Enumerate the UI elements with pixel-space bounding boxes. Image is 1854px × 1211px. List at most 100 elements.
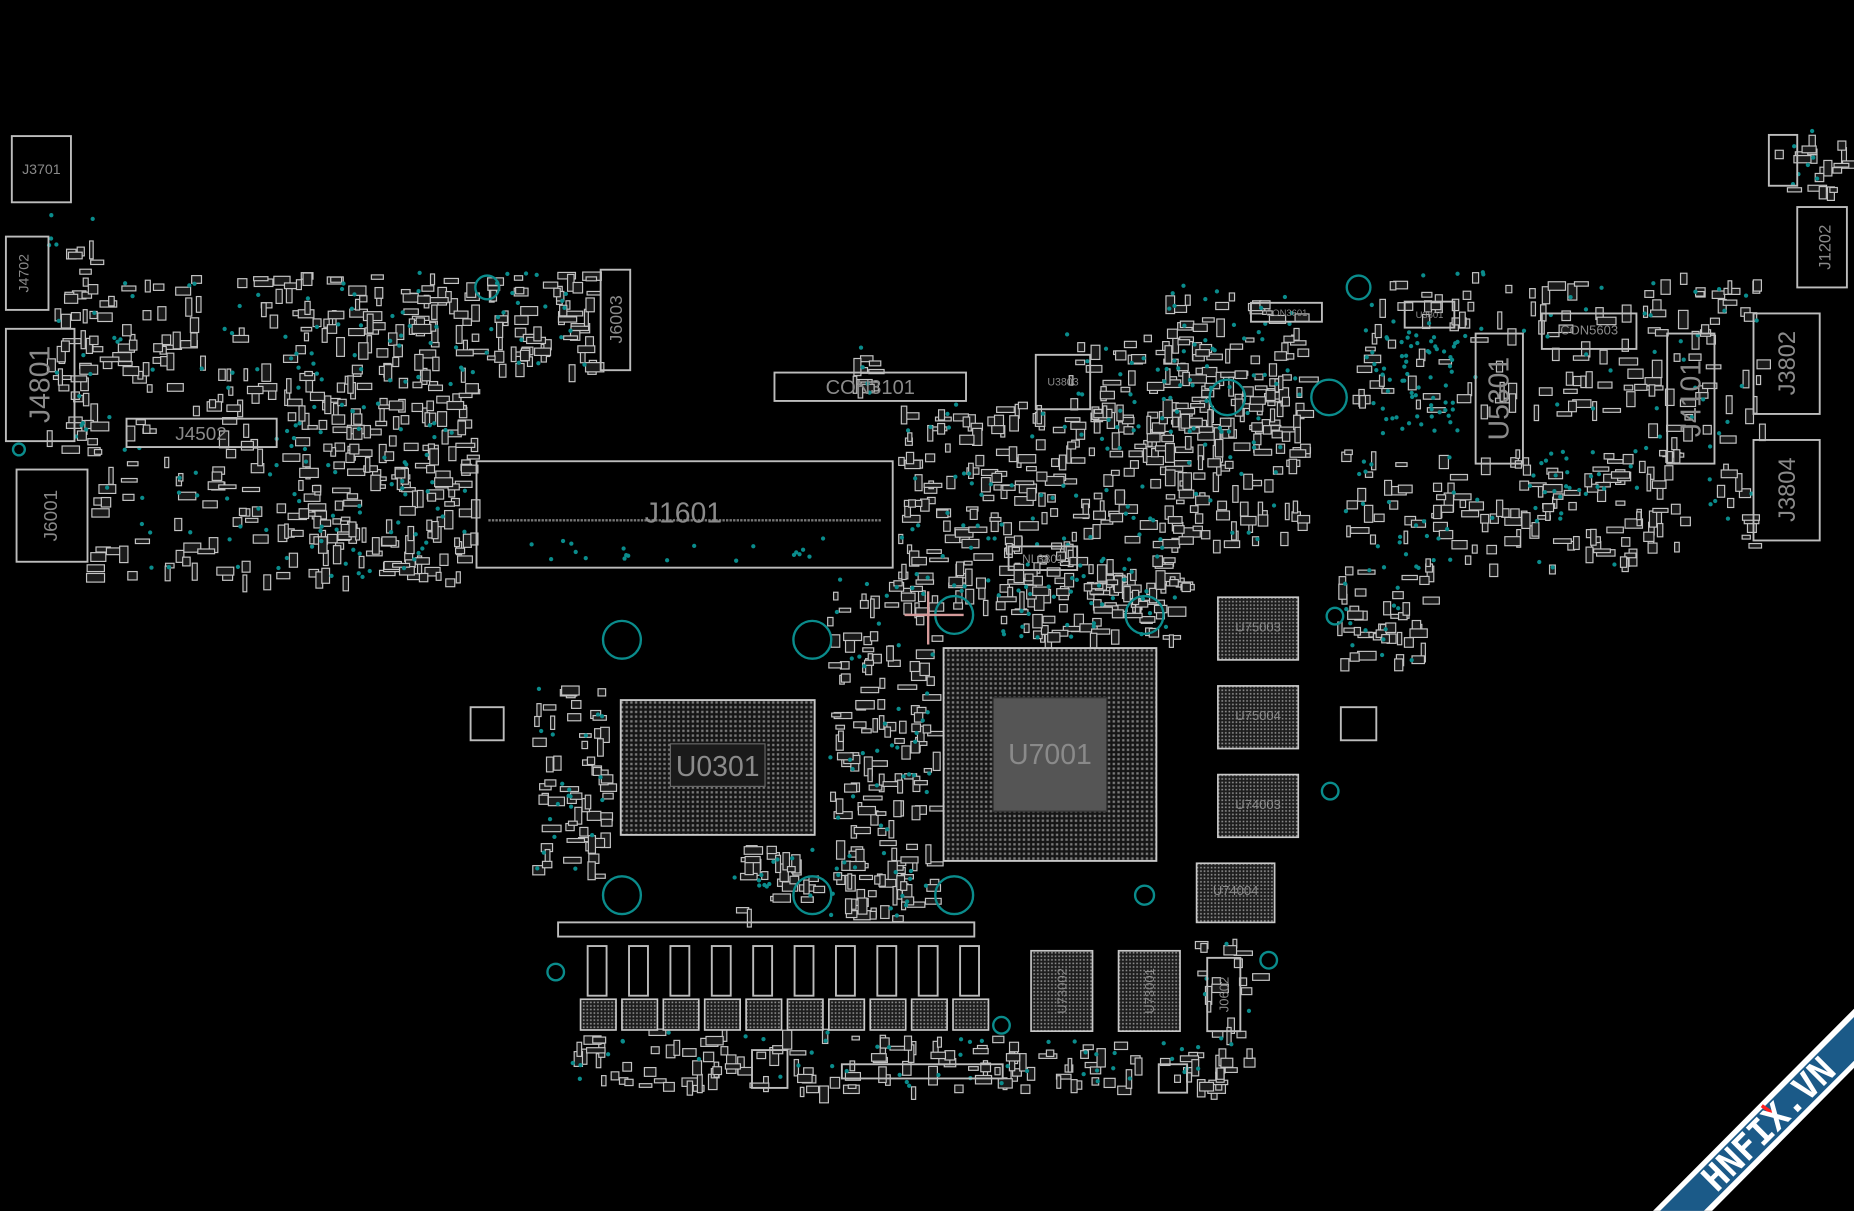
via: [1403, 552, 1409, 557]
via: [484, 350, 489, 355]
smd-component: [424, 566, 441, 577]
component-U5301[interactable]: U5301: [1474, 332, 1524, 465]
smd-component: [799, 1086, 805, 1098]
smd-component: [1090, 628, 1111, 635]
smd-component: [304, 300, 311, 315]
via: [1182, 323, 1187, 328]
smd-component: [97, 312, 113, 323]
via: [1147, 611, 1153, 616]
mounting-hole: [601, 619, 643, 660]
smd-component: [1521, 512, 1531, 529]
via: [959, 588, 964, 593]
component-J3804[interactable]: J3804: [1752, 439, 1821, 542]
smd-component: [166, 352, 175, 371]
smd-component: [358, 555, 365, 569]
smd-component: [243, 368, 249, 382]
via: [1416, 385, 1421, 390]
component-connector[interactable]: [1767, 133, 1799, 187]
component-CON3101[interactable]: CON3101: [773, 371, 967, 402]
component-U73002[interactable]: U73002: [1030, 949, 1094, 1032]
smd-component: [1072, 513, 1090, 519]
smd-component: [82, 309, 88, 324]
via: [284, 555, 289, 561]
smd-component: [968, 526, 988, 534]
smd-component: [1293, 327, 1300, 341]
smd-component: [307, 424, 318, 430]
component-U74003[interactable]: U74003: [1217, 773, 1300, 839]
via: [1399, 339, 1404, 345]
via: [897, 1072, 902, 1078]
component-NL3801[interactable]: NL3801: [1007, 545, 1079, 571]
component-U75004[interactable]: U75004: [1217, 685, 1300, 750]
component-J1601[interactable]: J1601: [475, 460, 894, 569]
component-J3701[interactable]: J3701: [10, 135, 72, 204]
smd-component: [532, 865, 546, 876]
smd-component: [242, 574, 248, 593]
smd-component: [1139, 520, 1158, 530]
component-label: CON3101: [826, 377, 915, 399]
via: [1112, 1050, 1117, 1056]
smd-component: [1093, 421, 1101, 434]
via: [1447, 364, 1453, 369]
component-J0602[interactable]: J0602: [1206, 956, 1242, 1033]
smd-component: [831, 712, 842, 718]
component-J4502[interactable]: J4502: [125, 417, 278, 449]
component-J4801[interactable]: J4801: [4, 327, 76, 443]
via: [1193, 491, 1199, 497]
smd-component: [1189, 505, 1199, 514]
component-J4702[interactable]: J4702: [4, 235, 50, 311]
inductor: [752, 945, 774, 997]
smd-component: [1505, 284, 1513, 294]
via: [1451, 490, 1456, 495]
component-U7001[interactable]: U7001: [942, 647, 1158, 862]
smd-component: [1224, 1067, 1238, 1074]
smd-component: [1109, 450, 1124, 458]
smd-component: [1032, 586, 1050, 597]
component-U75003[interactable]: U75003: [1217, 596, 1300, 661]
via: [1094, 1068, 1100, 1073]
smd-component: [90, 421, 110, 432]
via: [825, 1030, 830, 1035]
smd-component: [592, 1036, 607, 1044]
via: [1374, 367, 1379, 373]
component-J6003[interactable]: J6003: [599, 268, 632, 372]
component-CON3601[interactable]: CON3601: [1250, 301, 1323, 323]
smd-component: [1215, 301, 1230, 311]
component-U3803[interactable]: U3803: [1034, 353, 1092, 411]
smd-component: [1103, 474, 1114, 487]
via: [1725, 419, 1730, 425]
smd-component: [1440, 504, 1454, 513]
component-U0301[interactable]: U0301: [619, 699, 816, 836]
smd-component: [318, 419, 328, 430]
component-label: U3801: [1416, 310, 1444, 321]
via: [529, 542, 534, 547]
via: [227, 537, 232, 542]
component-U73001[interactable]: U73001: [1117, 949, 1181, 1032]
via: [761, 1036, 766, 1042]
via: [598, 775, 603, 780]
component-J6001[interactable]: J6001: [15, 468, 89, 563]
component-U74004[interactable]: U74004: [1195, 862, 1276, 924]
smd-component: [720, 1046, 729, 1056]
component-U3801[interactable]: U3801: [1403, 300, 1456, 329]
via: [1371, 400, 1376, 406]
smd-component: [1040, 625, 1049, 635]
smd-component: [311, 484, 322, 493]
via: [358, 367, 364, 372]
smd-component: [1052, 426, 1066, 434]
smd-component: [859, 874, 874, 881]
smd-component: [989, 516, 1002, 522]
smd-component: [241, 560, 251, 573]
smd-component: [1117, 1085, 1132, 1096]
component-J1202[interactable]: J1202: [1796, 206, 1848, 289]
via: [907, 1083, 912, 1088]
smd-component: [853, 826, 871, 835]
smd-component: [756, 1051, 767, 1060]
smd-component: [1438, 359, 1453, 365]
component-CON5603[interactable]: CON5603: [1540, 312, 1638, 350]
via: [1078, 563, 1083, 568]
smd-component: [922, 724, 932, 734]
component-J3802[interactable]: J3802: [1752, 312, 1821, 415]
component-J4101[interactable]: J4101: [1666, 332, 1716, 465]
